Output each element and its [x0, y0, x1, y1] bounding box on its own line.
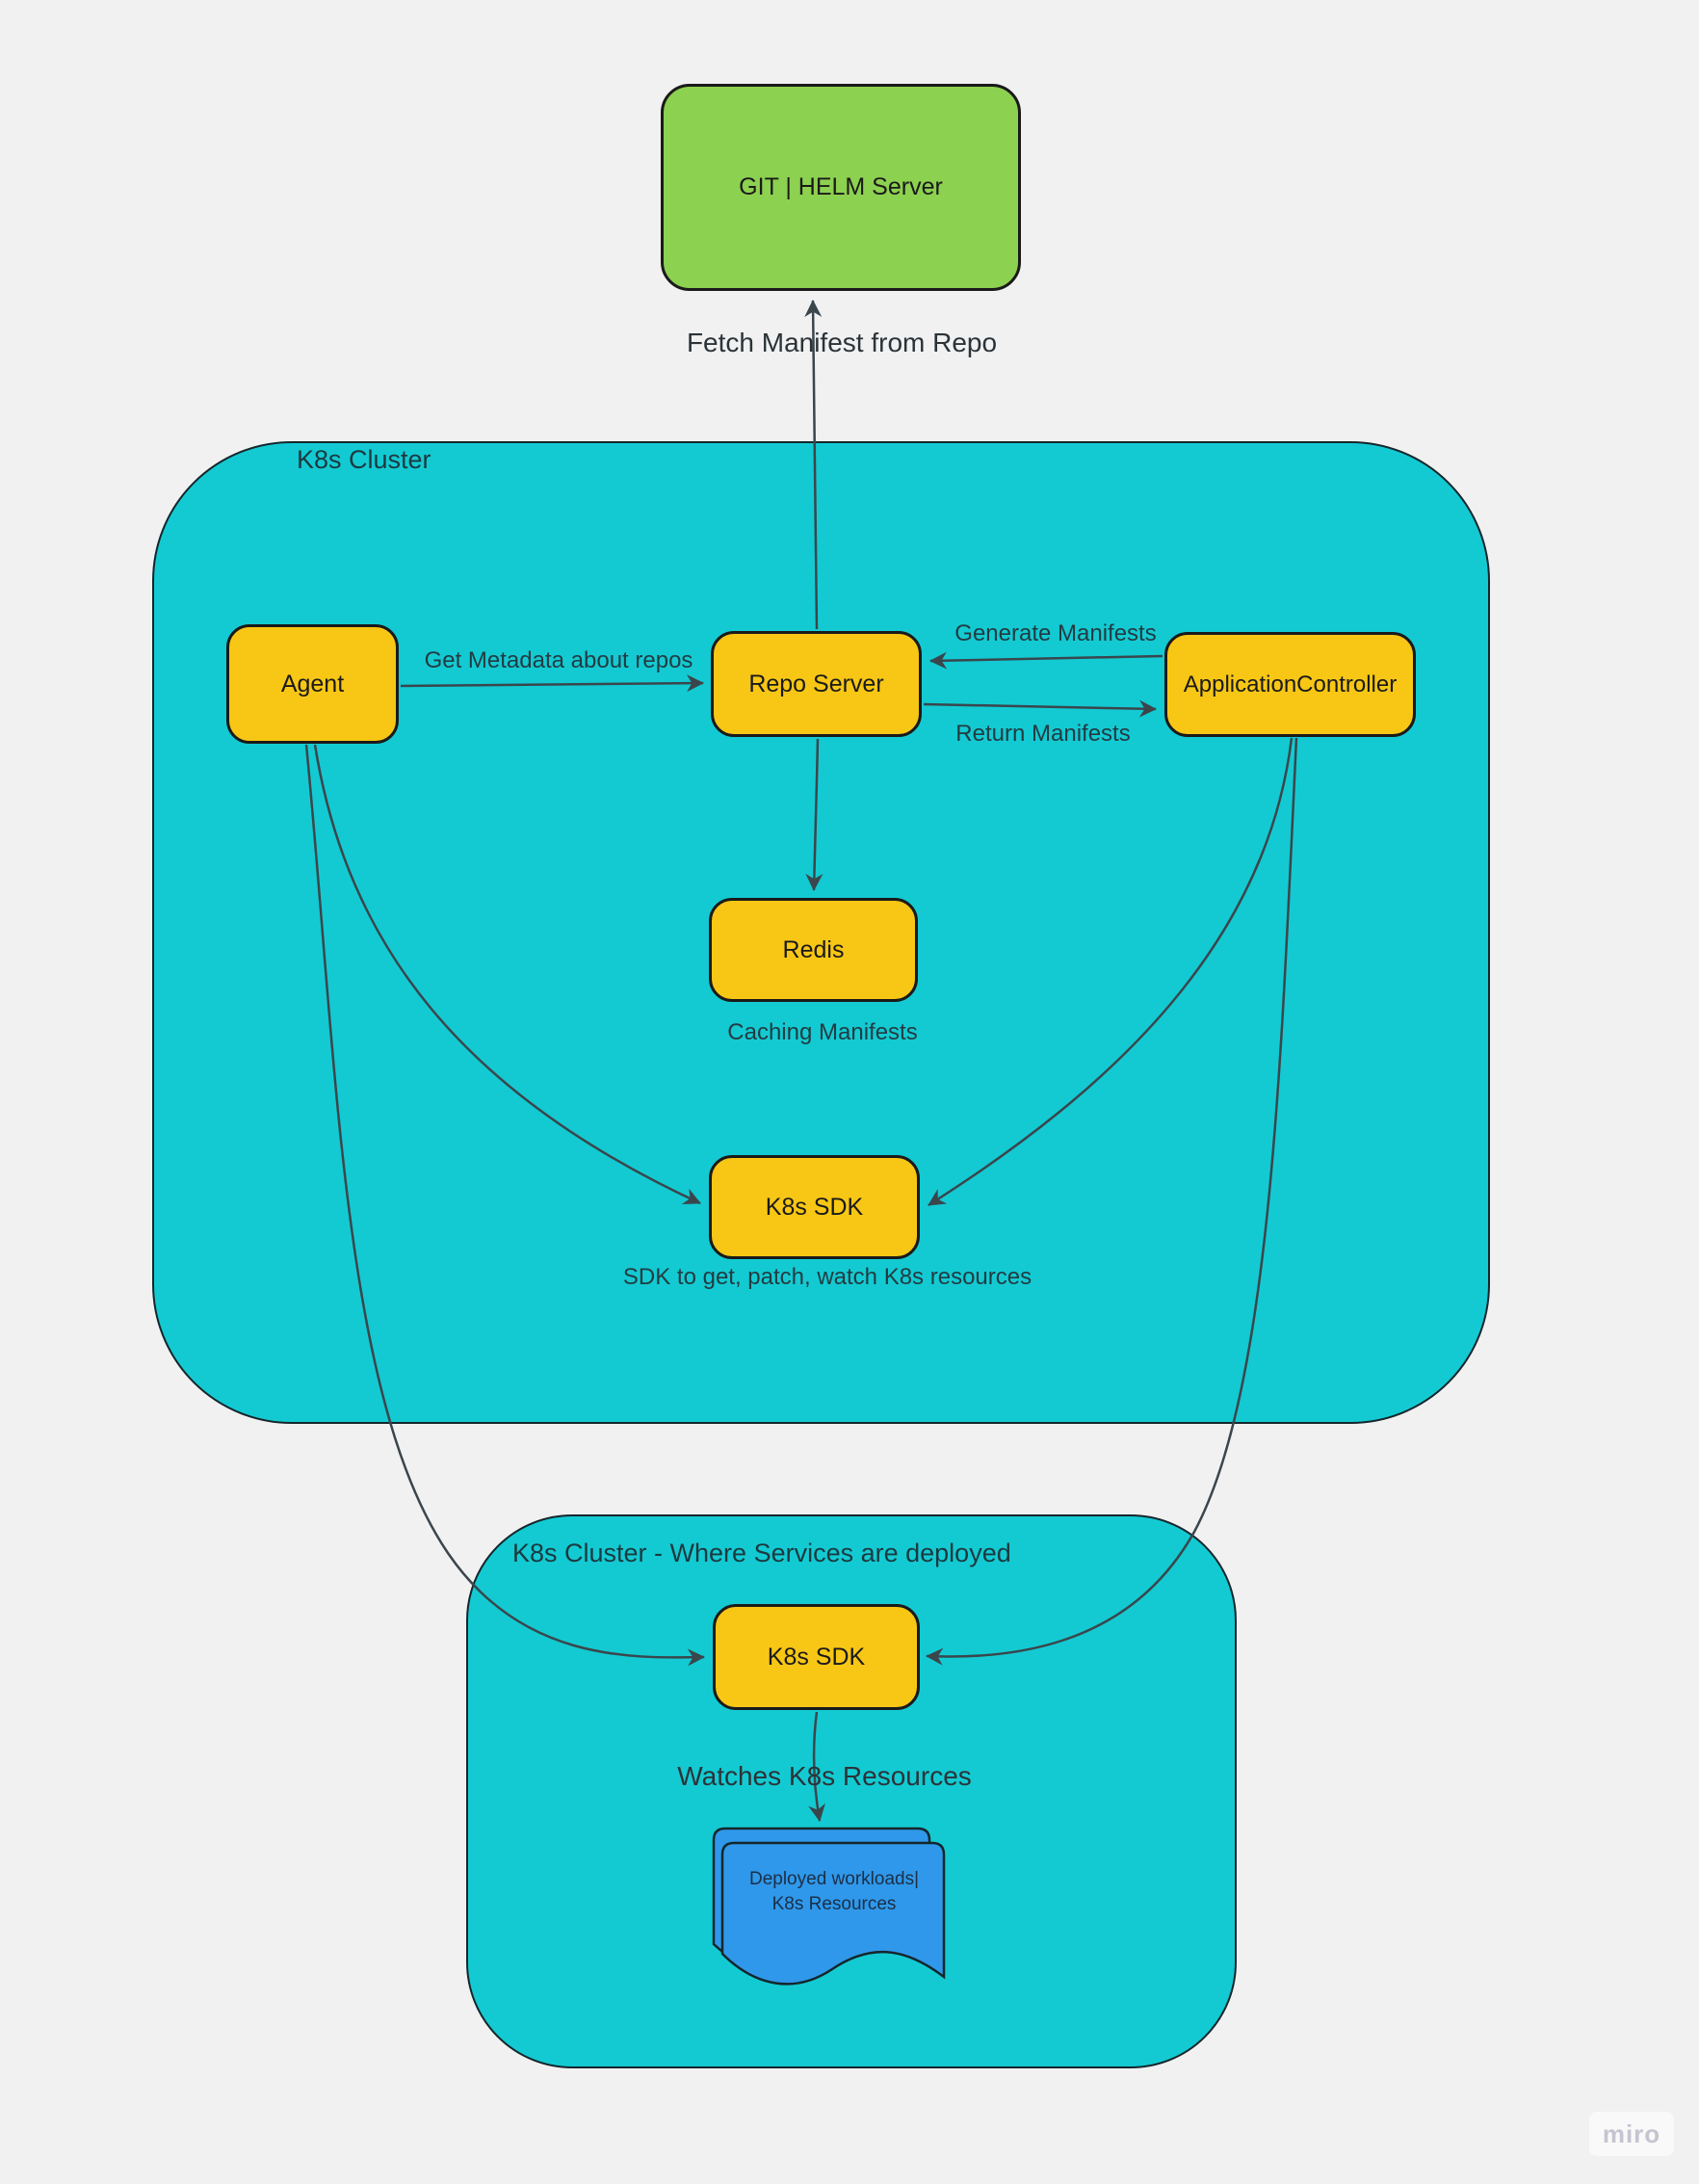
miro-watermark-label: miro	[1602, 2118, 1661, 2148]
edge-repo-server-to-git[interactable]	[804, 300, 823, 630]
node-k8s-sdk-deploy[interactable]: K8s SDK	[713, 1604, 920, 1710]
node-application-controller-label: ApplicationController	[1183, 671, 1398, 697]
node-k8s-sdk-main[interactable]: K8s SDK	[709, 1155, 920, 1259]
node-k8s-sdk-main-label: K8s SDK	[765, 1193, 864, 1221]
node-agent[interactable]: Agent	[226, 624, 399, 744]
cluster-main-title[interactable]: K8s Cluster	[297, 445, 431, 474]
node-agent-label: Agent	[280, 670, 345, 697]
workloads-document-label[interactable]: Deployed workloads| K8s Resources	[749, 1867, 919, 1917]
node-repo-server[interactable]: Repo Server	[711, 631, 922, 737]
edge-agent-to-k8s-sdk-main[interactable]	[313, 744, 701, 1205]
node-redis-label: Redis	[782, 935, 845, 963]
node-redis[interactable]: Redis	[709, 898, 918, 1002]
edge-appcontroller-to-repo-server[interactable]	[929, 651, 1163, 670]
workloads-document-shape[interactable]	[712, 1827, 946, 1986]
node-git-helm-server[interactable]: GIT | HELM Server	[661, 84, 1021, 291]
label-sdk-caption[interactable]: SDK to get, patch, watch K8s resources	[622, 1264, 1032, 1290]
label-get-metadata[interactable]: Get Metadata about repos	[424, 647, 693, 673]
edge-agent-to-k8s-sdk-deploy[interactable]	[304, 744, 705, 1667]
edge-appcontroller-to-k8s-sdk-main[interactable]	[928, 737, 1294, 1207]
edge-appcontroller-to-k8s-sdk-deploy[interactable]	[926, 737, 1298, 1666]
workloads-document-line2: K8s Resources	[771, 1894, 897, 1914]
node-repo-server-label: Repo Server	[748, 670, 884, 697]
edge-repo-server-to-appcontroller[interactable]	[923, 699, 1157, 718]
label-generate-manifests[interactable]: Generate Manifests	[954, 620, 1157, 646]
document-front-sheet	[720, 1841, 946, 1986]
workloads-document-line1: Deployed workloads|	[748, 1869, 920, 1889]
edge-repo-server-to-redis[interactable]	[805, 738, 823, 891]
cluster-deploy-title[interactable]: K8s Cluster - Where Services are deploye…	[512, 1539, 1011, 1567]
miro-watermark: miro	[1589, 2112, 1674, 2156]
node-git-helm-server-label: GIT | HELM Server	[739, 173, 943, 200]
edge-agent-to-repo-server[interactable]	[400, 674, 704, 693]
edge-k8s-sdk-deploy-to-workloads[interactable]	[808, 1711, 826, 1822]
label-fetch-manifest[interactable]: Fetch Manifest from Repo	[686, 328, 998, 357]
label-watches-resources[interactable]: Watches K8s Resources	[677, 1761, 972, 1791]
label-return-manifests[interactable]: Return Manifests	[955, 721, 1131, 747]
label-caching-manifests[interactable]: Caching Manifests	[727, 1019, 918, 1045]
node-k8s-sdk-deploy-label: K8s SDK	[767, 1643, 866, 1671]
node-application-controller[interactable]: ApplicationController	[1164, 632, 1416, 737]
